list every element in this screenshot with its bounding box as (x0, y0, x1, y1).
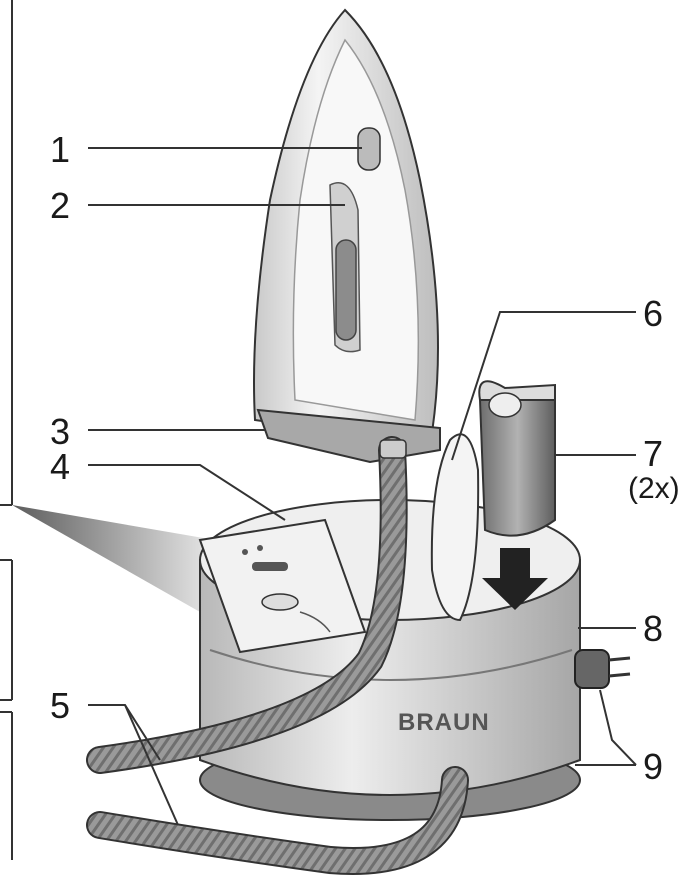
callout-5: 5 (50, 685, 70, 726)
hose (86, 436, 469, 875)
callout-4: 4 (50, 446, 70, 487)
callout-9: 9 (643, 746, 663, 787)
callout-7: 7 (643, 433, 663, 474)
tank-lid (430, 433, 480, 622)
callout-labels: 1 2 3 4 5 6 7 (2x) 8 9 (50, 129, 680, 787)
brand-logo: BRAUN (398, 709, 490, 736)
left-bracket (0, 0, 13, 860)
water-tank (478, 380, 556, 610)
callout-6: 6 (643, 293, 663, 334)
leader-lines (88, 147, 637, 826)
magnification-wedge (12, 505, 215, 612)
insert-arrow (482, 548, 548, 610)
callout-3: 3 (50, 411, 70, 452)
callout-8: 8 (643, 608, 663, 649)
power-plug (574, 649, 631, 689)
callout-2: 2 (50, 185, 70, 226)
callout-1: 1 (50, 129, 70, 170)
callout-7-note: (2x) (628, 472, 680, 505)
control-panel (198, 518, 367, 654)
iron (253, 8, 441, 464)
